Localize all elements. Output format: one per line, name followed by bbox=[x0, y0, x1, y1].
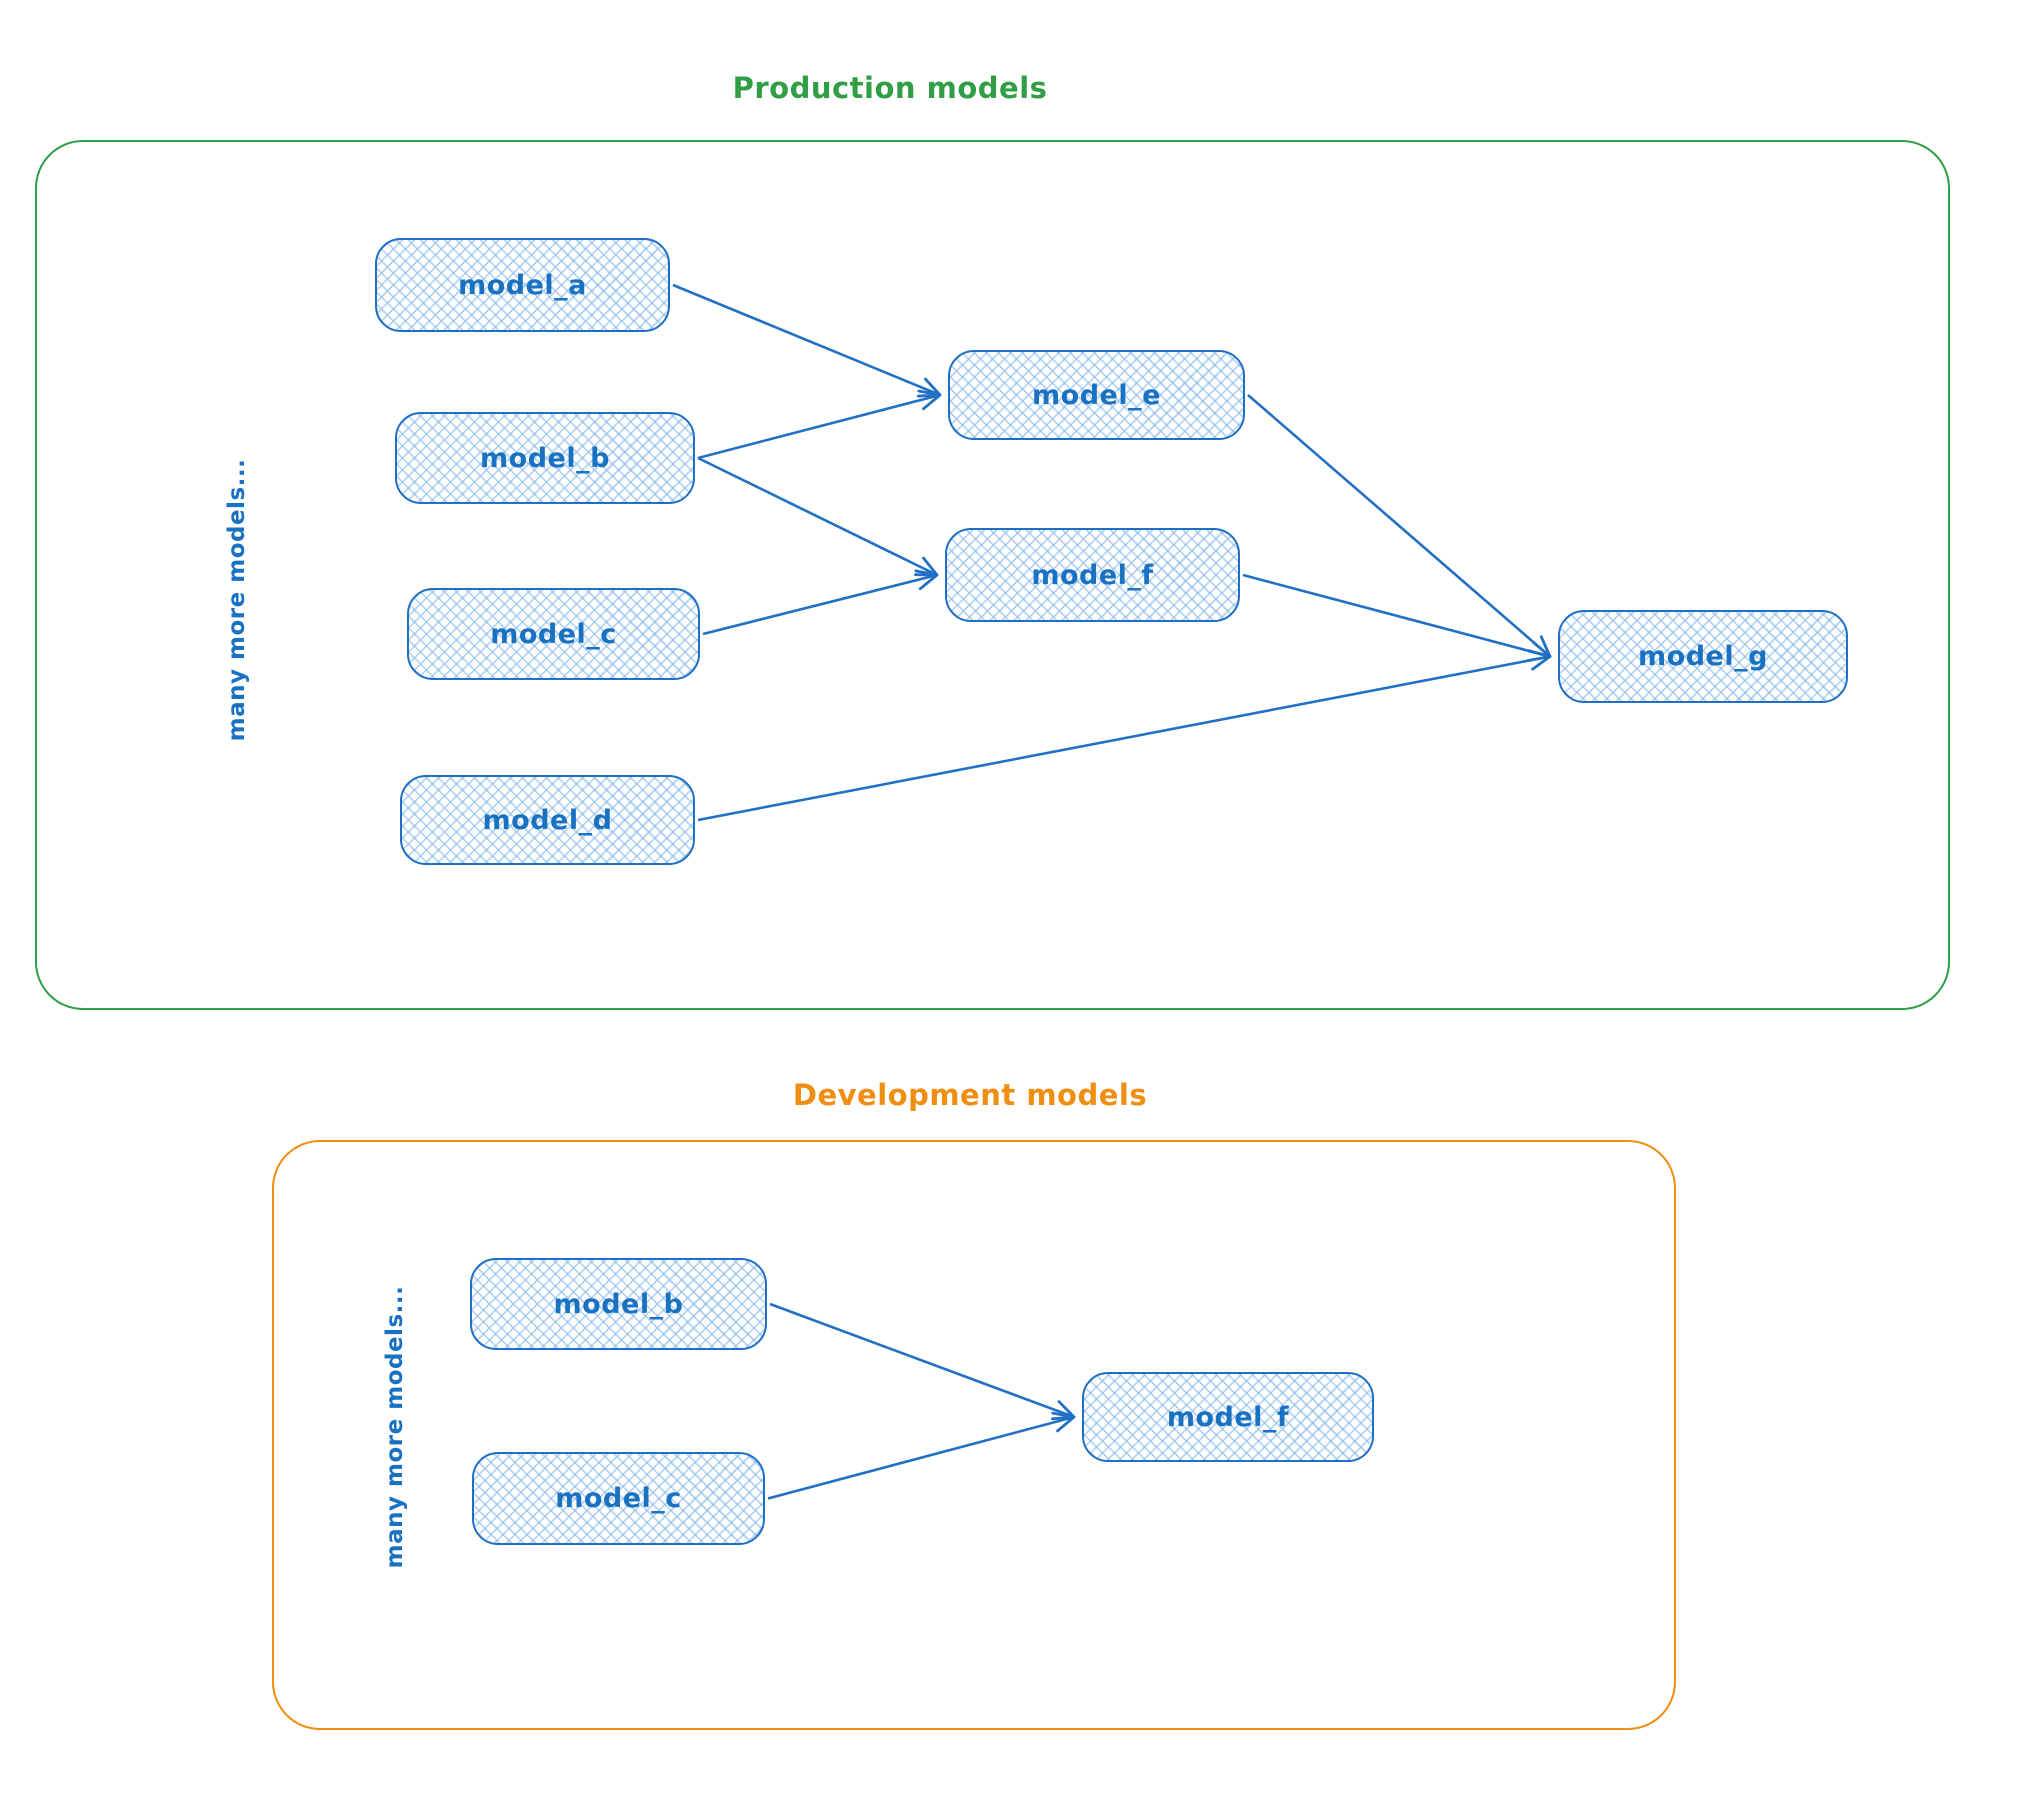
prod_model_d-label: model_d bbox=[482, 804, 613, 836]
dev_model_b-label: model_b bbox=[553, 1288, 684, 1320]
prod_model_a-node[interactable]: model_a bbox=[375, 238, 670, 332]
prod_model_f-label: model_f bbox=[1031, 559, 1154, 591]
development-title: Development models bbox=[792, 1078, 1148, 1112]
dev_model_f-label: model_f bbox=[1166, 1401, 1290, 1433]
prod_model_g-label: model_g bbox=[1638, 641, 1768, 672]
prod_model_c-label: model_c bbox=[490, 618, 617, 650]
dev_model_c-node[interactable]: model_c bbox=[472, 1452, 765, 1545]
development-frame bbox=[272, 1140, 1676, 1730]
prod_model_e-label: model_e bbox=[1032, 379, 1161, 411]
prod_model_e-node[interactable]: model_e bbox=[948, 350, 1245, 440]
prod_model_c-node[interactable]: model_c bbox=[407, 588, 700, 680]
dev_model_c-label: model_c bbox=[555, 1483, 682, 1514]
prod_model_d-node[interactable]: model_d bbox=[400, 775, 695, 865]
prod_model_b-label: model_b bbox=[480, 442, 610, 474]
prod_model_b-node[interactable]: model_b bbox=[395, 412, 695, 504]
production-title: Production models bbox=[732, 71, 1048, 105]
dev_model_f-node[interactable]: model_f bbox=[1082, 1372, 1374, 1462]
prod_model_f-node[interactable]: model_f bbox=[945, 528, 1240, 622]
prod_model_g-node[interactable]: model_g bbox=[1558, 610, 1848, 703]
prod_model_a-label: model_a bbox=[458, 269, 587, 301]
production-frame bbox=[35, 140, 1950, 1010]
development-side-label: many more models... bbox=[382, 1285, 408, 1569]
dev_model_b-node[interactable]: model_b bbox=[470, 1258, 767, 1350]
production-side-label: many more models... bbox=[224, 458, 250, 742]
